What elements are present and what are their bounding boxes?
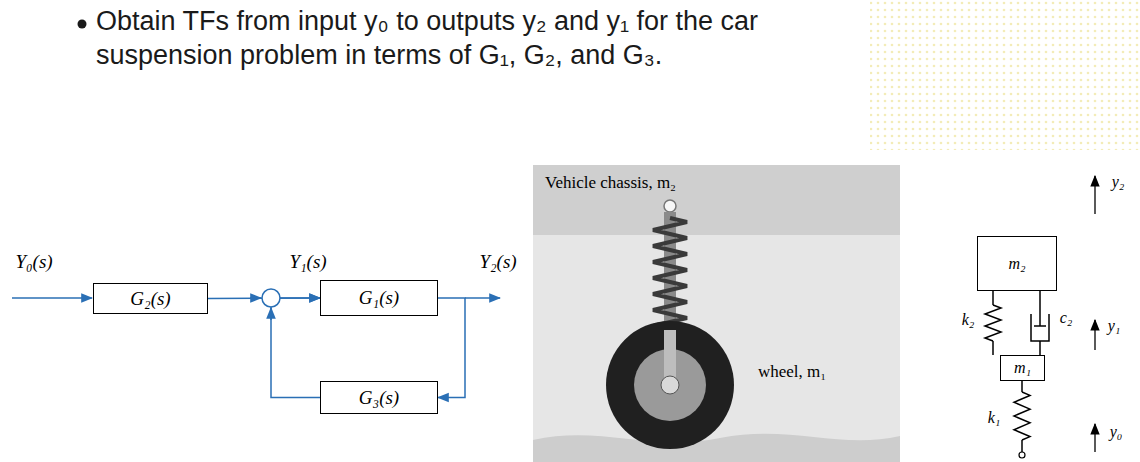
mass-block: m₂ bbox=[977, 236, 1057, 291]
dot-texture bbox=[870, 0, 1140, 150]
junction-feedback bbox=[270, 308, 272, 320]
top-mount bbox=[664, 200, 676, 212]
displacement-name: y₁ bbox=[1108, 317, 1121, 335]
spring-symbol bbox=[985, 305, 1001, 341]
tyre bbox=[606, 321, 734, 449]
transfer-block: G₃(s) bbox=[320, 381, 438, 414]
chassis-label-band: Vehicle chassis, m₂ bbox=[533, 165, 733, 201]
spring-stroke bbox=[1014, 392, 1030, 440]
displacement-arrow bbox=[1094, 176, 1095, 214]
displacement-arrow bbox=[1094, 320, 1095, 350]
signal-name: Y₁(s) bbox=[289, 251, 326, 273]
junction-input bbox=[250, 297, 261, 299]
summing-junction bbox=[262, 289, 280, 307]
signal-name: Y₀(s) bbox=[15, 251, 52, 273]
node-text: m₁ bbox=[1014, 359, 1031, 377]
part-name: wheel, m₁ bbox=[758, 362, 826, 382]
spring-symbol bbox=[1014, 392, 1030, 440]
signal-name: Y₂(s) bbox=[479, 251, 516, 273]
signal-connector bbox=[271, 298, 320, 398]
transfer-block: G₂(s) bbox=[93, 283, 208, 314]
displacement-name: y₀ bbox=[1110, 423, 1123, 441]
displacement-name: y₂ bbox=[1112, 173, 1125, 191]
spring-stroke bbox=[985, 305, 1001, 341]
spring-name: k₁ bbox=[988, 409, 1001, 427]
chassis-band bbox=[533, 165, 900, 235]
displacement-arrow bbox=[1094, 424, 1095, 452]
bullet bbox=[78, 20, 87, 29]
damper-symbol bbox=[1031, 291, 1049, 355]
node-text: G₁(s) bbox=[359, 287, 399, 309]
output-line bbox=[465, 297, 500, 299]
node-text: G₃(s) bbox=[359, 387, 399, 409]
spring-name: k₂ bbox=[962, 311, 975, 329]
node-text: m₂ bbox=[1008, 255, 1025, 273]
damper-name: c₂ bbox=[1060, 309, 1073, 327]
title: Obtain TFs from input y₀ to outputs y₂ a… bbox=[96, 4, 896, 72]
mass-block: m₁ bbox=[1000, 355, 1045, 381]
road-surface bbox=[533, 434, 900, 462]
input-line bbox=[12, 297, 92, 299]
coil-spring bbox=[653, 218, 687, 330]
transfer-block: G₁(s) bbox=[320, 280, 438, 316]
spring-stroke bbox=[653, 218, 687, 330]
ground-contact bbox=[1019, 452, 1025, 458]
node-text: Vehicle chassis, m₂ bbox=[545, 173, 676, 193]
hub bbox=[661, 376, 679, 394]
photo-ground bbox=[533, 165, 900, 462]
node-text: G₂(s) bbox=[130, 288, 170, 310]
signal-connector bbox=[438, 298, 465, 398]
